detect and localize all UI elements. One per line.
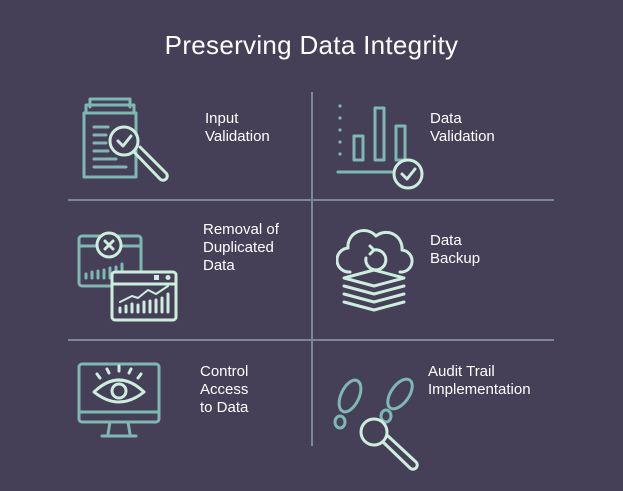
horizontal-divider xyxy=(68,199,554,201)
duplicate-windows-icon xyxy=(77,231,178,322)
footprints-magnifier-icon xyxy=(333,377,419,471)
page-title: Preserving Data Integrity xyxy=(164,30,459,60)
horizontal-divider xyxy=(68,339,554,341)
monitor-eye-icon xyxy=(77,362,161,438)
vertical-divider xyxy=(311,92,313,446)
bar-chart-check-icon xyxy=(336,104,424,190)
cloud-backup-icon xyxy=(336,229,414,312)
document-magnifier-check-icon xyxy=(82,97,169,182)
